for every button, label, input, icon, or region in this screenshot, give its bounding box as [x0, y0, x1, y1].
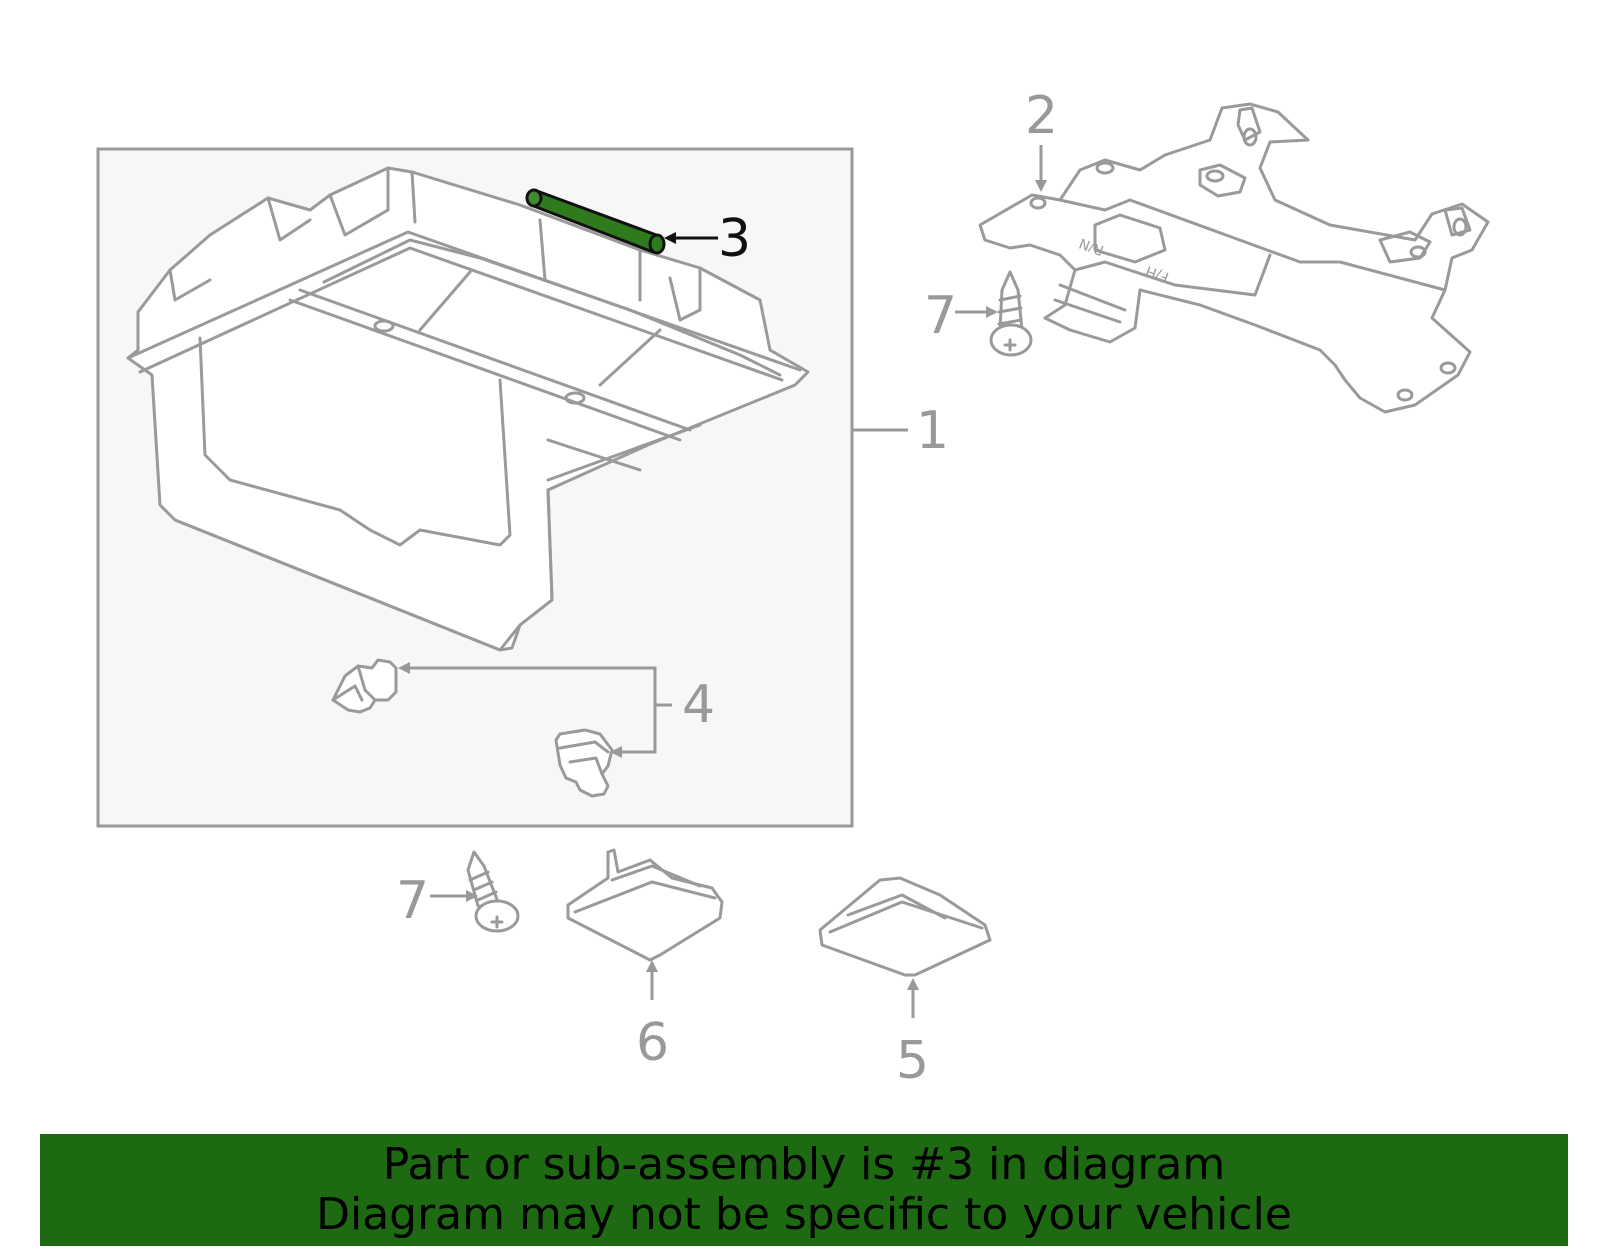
part-5-cover[interactable] — [818, 876, 992, 977]
callout-7-upper: 7 — [924, 286, 957, 346]
callout-7-lower: 7 — [396, 871, 429, 931]
callout-6: 6 — [636, 1013, 669, 1073]
part-1-console-housing[interactable] — [126, 166, 810, 652]
banner-line-1: Part or sub-assembly is #3 in diagram — [382, 1139, 1226, 1190]
part-7-screw-lower[interactable] — [466, 850, 520, 933]
part-4-clip-lower[interactable] — [554, 728, 614, 798]
info-banner: Part or sub-assembly is #3 in diagram Di… — [40, 1134, 1568, 1246]
part-2-bracket[interactable]: R/N F/H — [978, 102, 1490, 414]
callout-3: 3 — [718, 209, 751, 269]
part-6-lamp-housing[interactable] — [566, 848, 724, 962]
callout-1: 1 — [916, 401, 949, 461]
part-4-clip-upper[interactable] — [331, 658, 398, 714]
callout-4: 4 — [682, 675, 715, 735]
svg-text:F/H: F/H — [1144, 262, 1171, 285]
part-3-rod-highlighted[interactable] — [525, 188, 666, 255]
leader-lines — [398, 145, 1047, 1018]
callout-5: 5 — [896, 1031, 929, 1091]
callout-2: 2 — [1025, 86, 1058, 146]
banner-line-2: Diagram may not be specific to your vehi… — [316, 1189, 1292, 1240]
part-7-screw-upper[interactable] — [989, 270, 1033, 357]
